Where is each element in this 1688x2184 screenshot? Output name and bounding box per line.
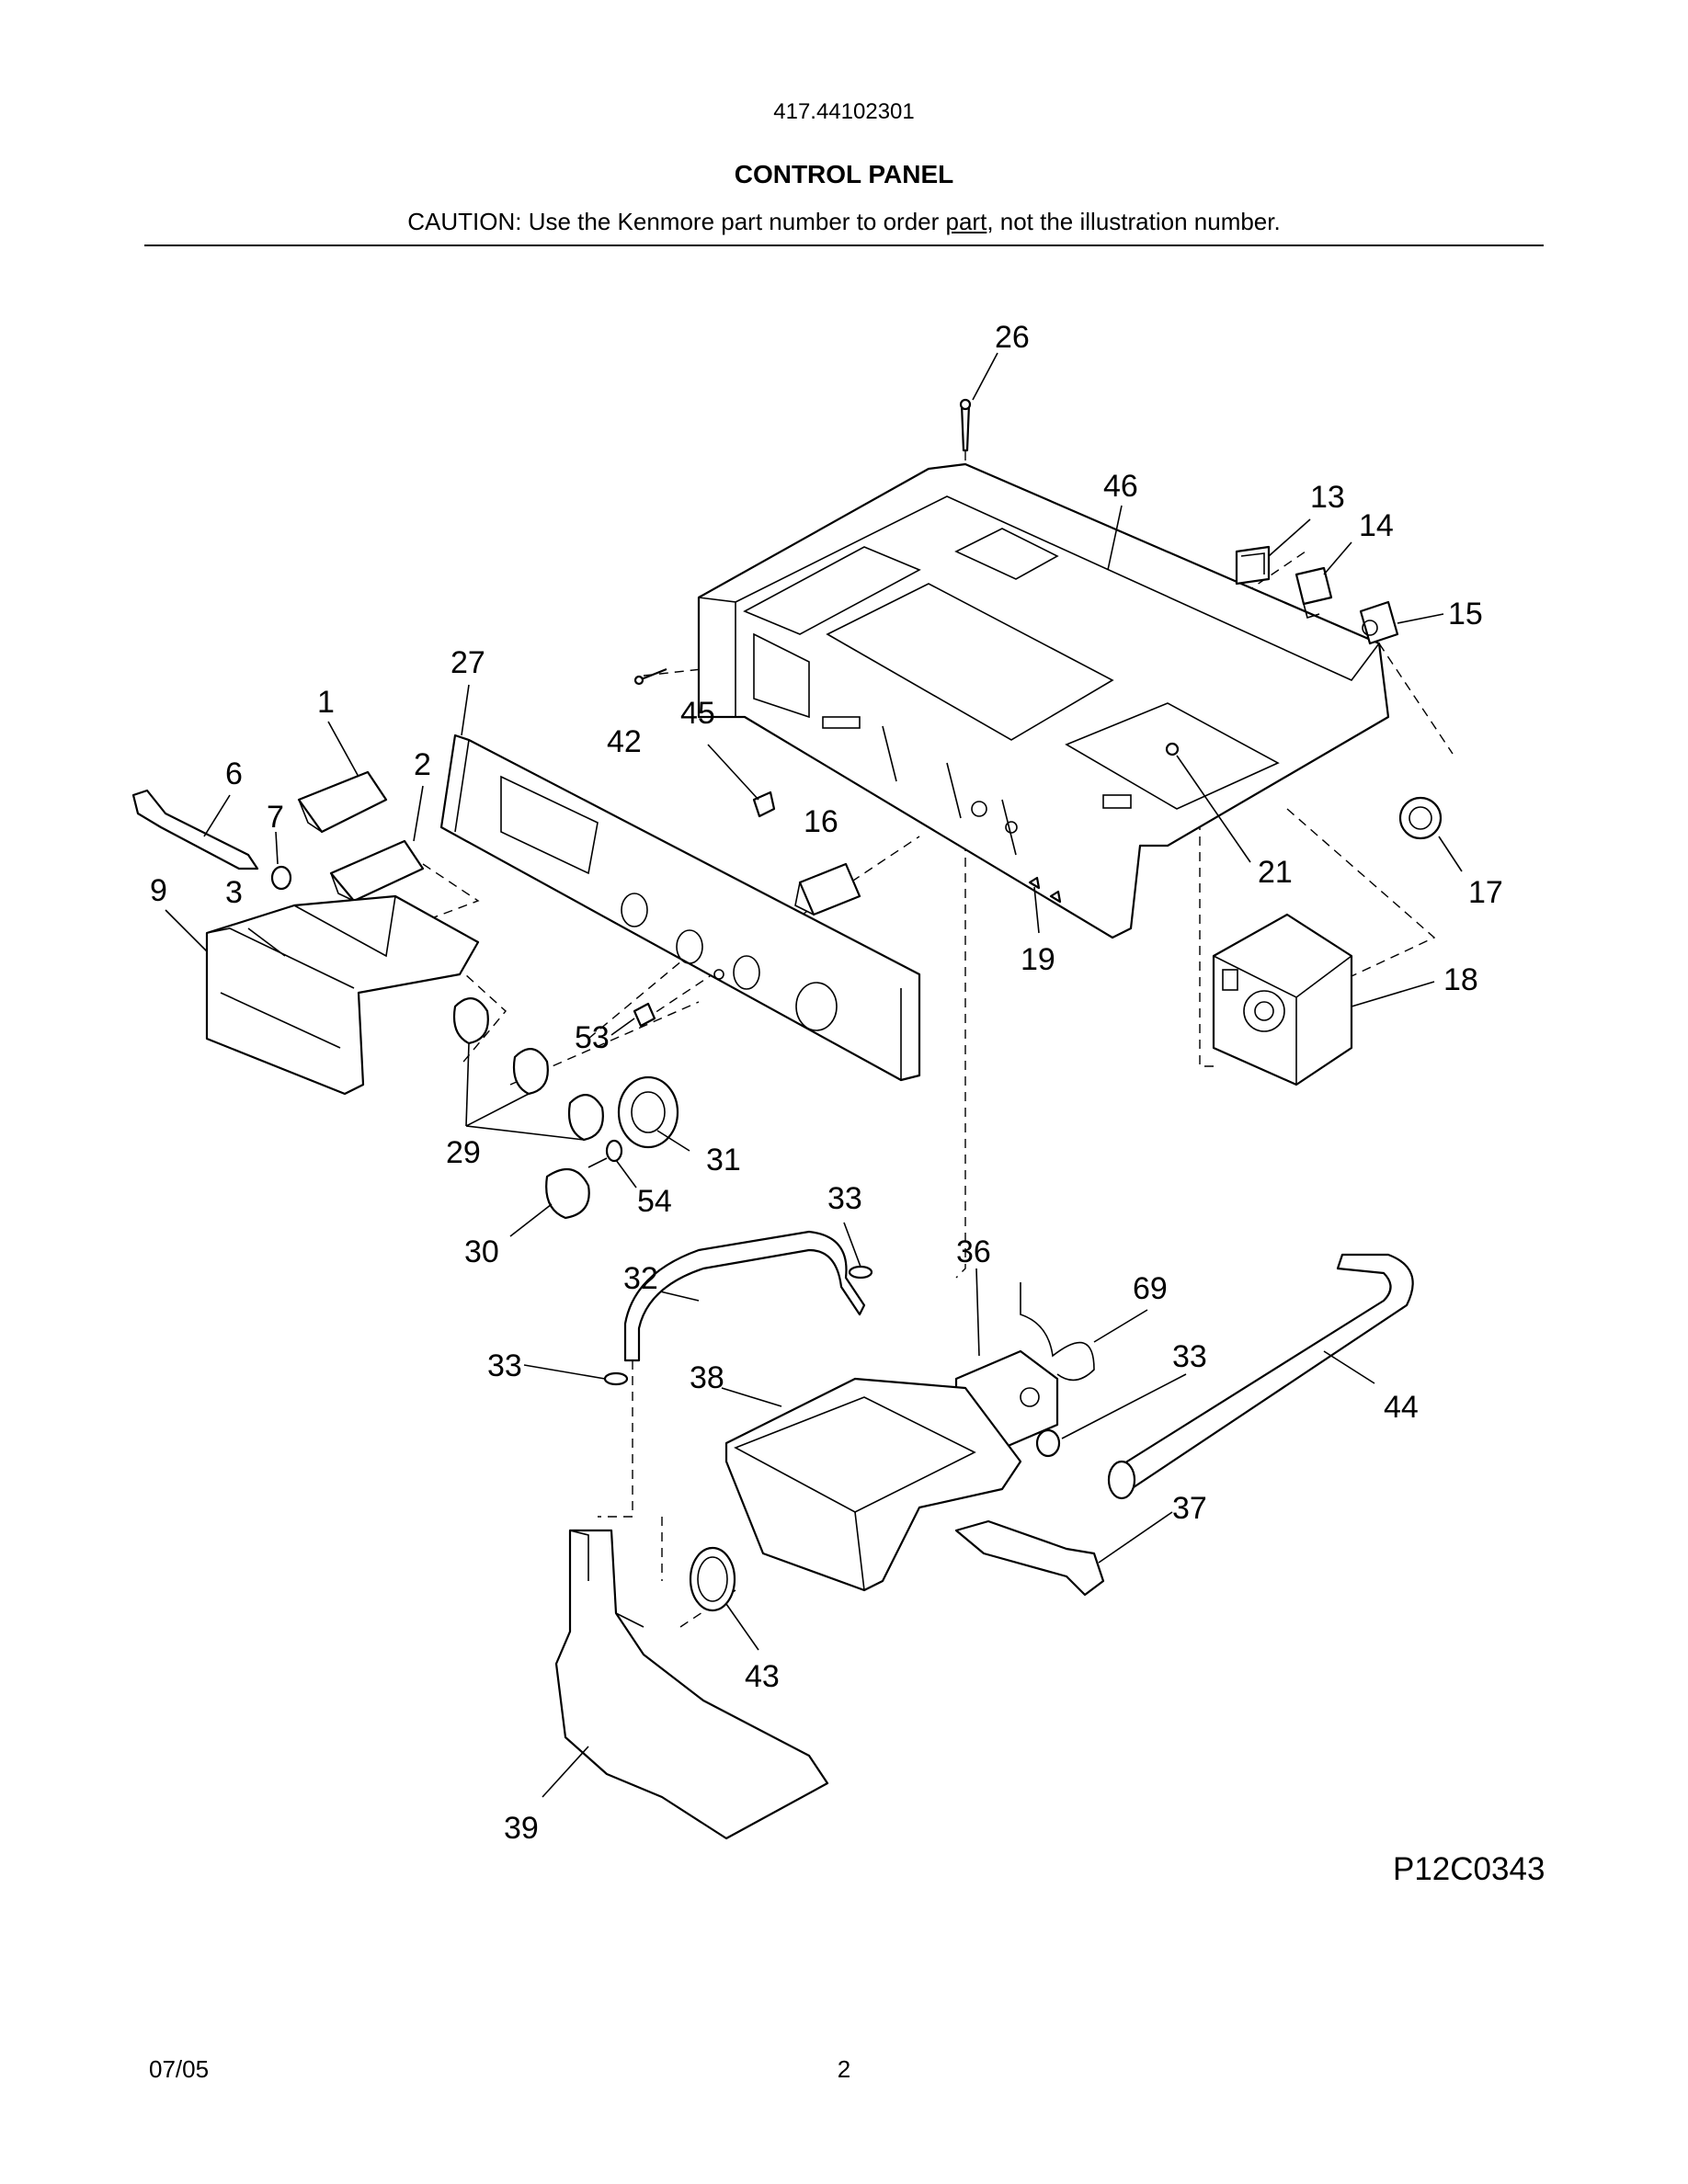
caution-note: CAUTION: Use the Kenmore part number to … xyxy=(0,208,1688,236)
part-44-hose xyxy=(1111,1253,1414,1491)
callout-36: 36 xyxy=(956,1234,991,1269)
part-6-siphon xyxy=(131,789,259,870)
part-18-timer xyxy=(1212,913,1353,1086)
callout-leader-lines xyxy=(165,352,1463,1798)
callout-2: 2 xyxy=(414,747,431,782)
part-2-dispenser-cup xyxy=(329,839,425,903)
callout-39: 39 xyxy=(504,1811,539,1846)
callout-31: 31 xyxy=(706,1143,741,1177)
callout-6: 6 xyxy=(225,756,243,791)
part-30-knob xyxy=(545,1157,608,1220)
callout-21: 21 xyxy=(1258,855,1293,890)
callout-9: 9 xyxy=(150,873,167,908)
callout-44: 44 xyxy=(1384,1390,1419,1425)
caution-suffix: , not the illustration number. xyxy=(987,208,1281,235)
part-15-knob-switch xyxy=(1359,600,1399,645)
part-14-switch xyxy=(1295,566,1333,620)
part-54-ring xyxy=(605,1139,623,1163)
figure-code: P12C0343 xyxy=(1393,1851,1545,1887)
callout-1: 1 xyxy=(317,685,335,720)
footer-date: 07/05 xyxy=(149,2055,210,2083)
part-19-clips xyxy=(1028,876,1062,904)
callout-33-left: 33 xyxy=(487,1348,522,1383)
part-69-wire-harness xyxy=(1020,1282,1095,1382)
part-53-button xyxy=(633,1002,656,1028)
callout-37: 37 xyxy=(1172,1491,1207,1526)
callout-43: 43 xyxy=(745,1659,780,1694)
part-3-9-dispenser-drawer xyxy=(205,894,480,1096)
part-46-control-panel-chassis xyxy=(697,462,1390,939)
page-title: CONTROL PANEL xyxy=(734,160,954,188)
part-29-knobs xyxy=(452,997,604,1142)
callout-17: 17 xyxy=(1468,875,1503,910)
callout-30: 30 xyxy=(464,1234,499,1269)
callout-29: 29 xyxy=(446,1135,481,1170)
callout-46: 46 xyxy=(1103,469,1138,504)
part-42-screw xyxy=(633,667,667,686)
callout-15: 15 xyxy=(1448,597,1483,631)
part-45-snap xyxy=(752,791,776,818)
callout-19: 19 xyxy=(1021,942,1055,977)
callout-53: 53 xyxy=(575,1020,610,1055)
callout-33-top: 33 xyxy=(827,1181,862,1216)
callout-27: 27 xyxy=(451,645,485,680)
callout-26: 26 xyxy=(995,320,1030,355)
callout-7: 7 xyxy=(267,800,284,835)
part-7-fitting xyxy=(270,865,292,891)
part-17-selector-switch xyxy=(1398,796,1443,840)
callout-3: 3 xyxy=(225,875,243,910)
part-33-clamps xyxy=(603,1265,1061,1458)
callout-45: 45 xyxy=(680,696,715,731)
callout-33-right: 33 xyxy=(1172,1339,1207,1374)
callout-38: 38 xyxy=(690,1360,724,1395)
part-38-dispenser-housing xyxy=(724,1377,1022,1592)
callout-16: 16 xyxy=(804,804,838,839)
callout-54: 54 xyxy=(637,1184,672,1219)
callout-42: 42 xyxy=(607,724,642,759)
part-44-hose-end xyxy=(1107,1460,1136,1500)
caution-underlined-word: part xyxy=(945,208,987,235)
part-32-hose xyxy=(623,1230,866,1362)
callout-14: 14 xyxy=(1359,508,1394,543)
part-39-duct xyxy=(554,1529,829,1840)
part-13-switch xyxy=(1235,545,1271,586)
part-43-gasket xyxy=(689,1546,736,1612)
part-31-timer-knob xyxy=(617,1075,679,1149)
part-16-relay xyxy=(794,862,861,916)
callout-18: 18 xyxy=(1443,962,1478,997)
callout-13: 13 xyxy=(1310,480,1345,515)
page-number: 2 xyxy=(837,2055,851,2083)
model-number: 417.44102301 xyxy=(773,99,915,124)
part-1-dispenser-cup xyxy=(297,770,388,834)
callout-labels: 26 46 13 14 15 27 1 2 6 7 9 3 42 45 16 2… xyxy=(150,320,1545,1887)
callout-32: 32 xyxy=(623,1261,658,1296)
part-21-clip xyxy=(1165,742,1180,756)
caution-prefix: CAUTION: Use the Kenmore part number to … xyxy=(407,208,946,235)
header-rule xyxy=(144,245,1544,246)
part-27-console-panel xyxy=(439,734,921,1082)
callout-69: 69 xyxy=(1133,1271,1168,1306)
part-26-screw xyxy=(959,398,972,452)
part-37-hose xyxy=(954,1519,1105,1597)
